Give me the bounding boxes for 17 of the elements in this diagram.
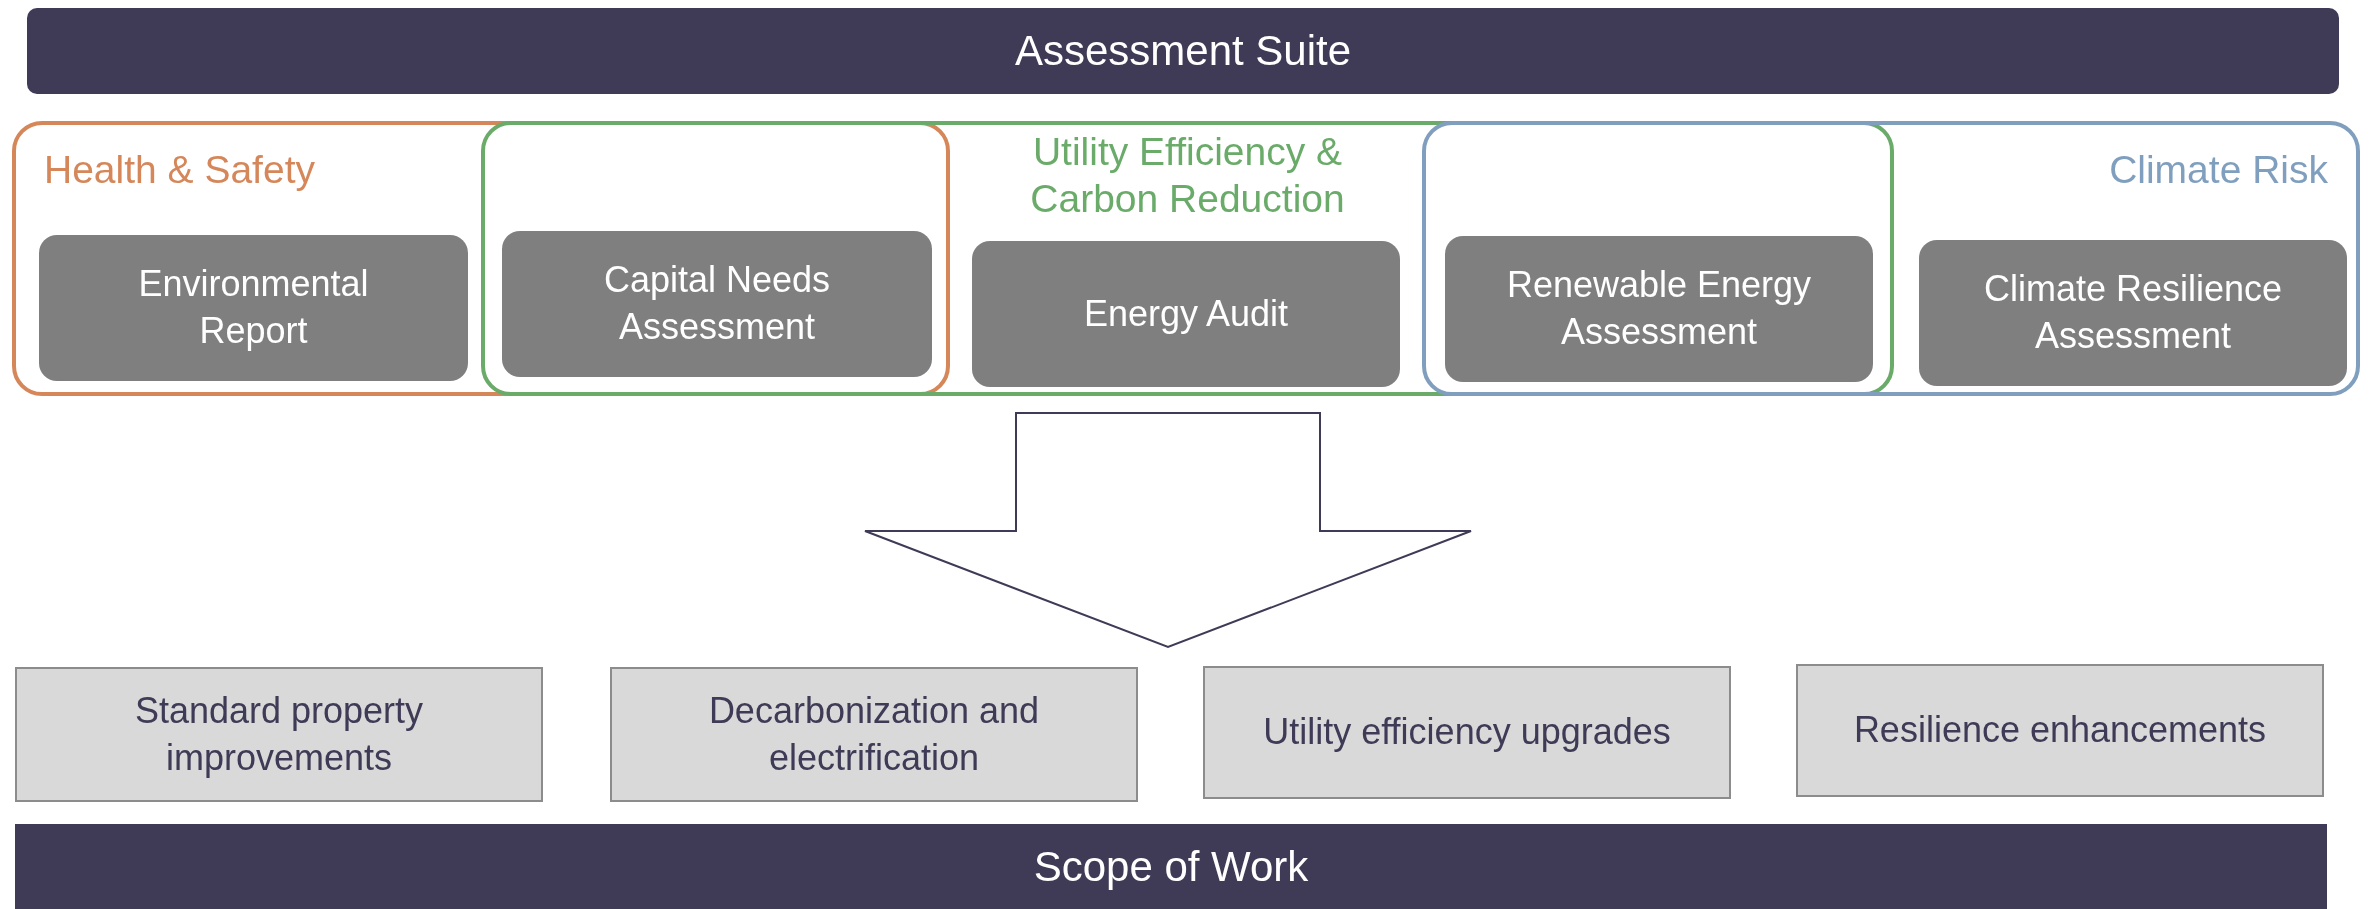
- outcome-box: Utility efficiency upgrades: [1203, 666, 1731, 799]
- assessment-box: Climate Resilience Assessment: [1919, 240, 2347, 386]
- assessment-box: Renewable Energy Assessment: [1445, 236, 1873, 382]
- group-label: Utility Efficiency & Carbon Reduction: [1029, 129, 1346, 222]
- group-frame: [1422, 121, 2360, 396]
- group-label: Health & Safety: [44, 147, 315, 193]
- title-bar: Assessment Suite: [27, 8, 2339, 94]
- outcome-box: Decarbonization and electrification: [610, 667, 1138, 802]
- outcome-box: Resilience enhancements: [1796, 664, 2324, 797]
- assessment-box: Energy Audit: [972, 241, 1400, 387]
- group-frame: [481, 121, 1894, 396]
- title-bar: Scope of Work: [15, 824, 2327, 909]
- assessment-box: Capital Needs Assessment: [502, 231, 932, 377]
- assessment-box: Environmental Report: [39, 235, 468, 381]
- group-label: Climate Risk: [2109, 147, 2328, 193]
- block-arrow: [864, 412, 1472, 649]
- outcome-box: Standard property improvements: [15, 667, 543, 802]
